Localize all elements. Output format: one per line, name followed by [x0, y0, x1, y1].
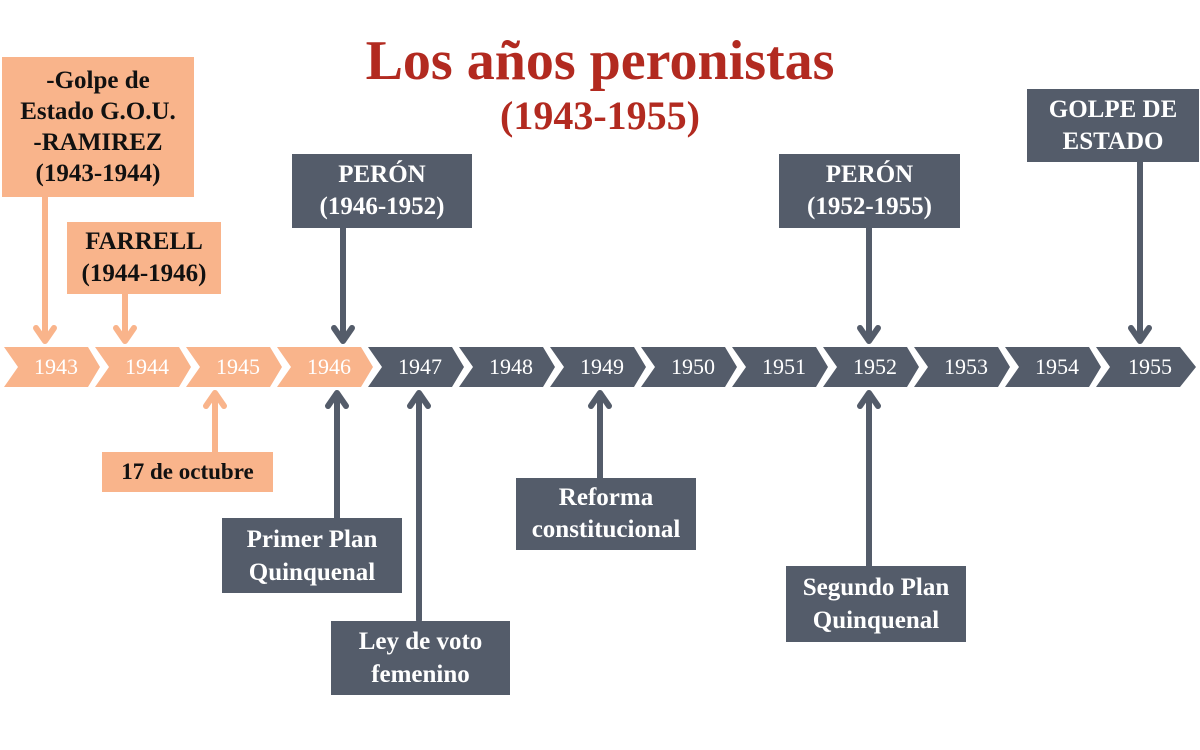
connector-golpe-1955 [1128, 159, 1152, 344]
page-subtitle: (1943-1955) [500, 93, 700, 138]
event-voto-femenino-line2: femenino [371, 661, 470, 688]
year-chevron-1953: 1953 [914, 347, 1010, 387]
year-chevron-1943: 1943 [4, 347, 100, 387]
event-golpe-gou: -Golpe de Estado G.O.U. -RAMIREZ (1943-1… [2, 57, 194, 197]
event-farrell: FARRELL (1944-1946) [67, 222, 221, 294]
event-golpe-1955: GOLPE DE ESTADO [1027, 89, 1199, 162]
event-segundo-plan-line2: Quinquenal [812, 607, 940, 634]
year-chevron-1952: 1952 [823, 347, 919, 387]
year-chevron-1946: 1946 [277, 347, 373, 387]
year-chevron-1944: 1944 [95, 347, 191, 387]
event-segundo-plan-line1: Segundo Plan [802, 574, 950, 601]
event-farrell-line2: (1944-1946) [81, 260, 207, 287]
year-chevron-1950: 1950 [641, 347, 737, 387]
connector-voto [407, 390, 431, 623]
connector-peron-2 [857, 225, 881, 344]
connector-farrell [113, 289, 137, 344]
event-17-octubre: 17 de octubre [102, 452, 273, 492]
event-reforma-line2: constitucional [531, 516, 681, 543]
year-chevron-1949: 1949 [550, 347, 646, 387]
event-golpe-gou-line4: (1943-1944) [35, 160, 161, 187]
event-peron-1946-line2: (1946-1952) [319, 193, 445, 220]
event-golpe-gou-line1: -Golpe de [46, 67, 150, 94]
year-chevron-1951: 1951 [732, 347, 828, 387]
event-peron-1952-line2: (1952-1955) [807, 193, 932, 220]
event-primer-plan-line2: Quinquenal [248, 558, 376, 586]
event-17-octubre-line1: 17 de octubre [121, 459, 254, 484]
event-voto-femenino: Ley de voto femenino [331, 621, 510, 695]
year-chevron-1954: 1954 [1005, 347, 1101, 387]
connector-peron-1 [331, 225, 355, 344]
event-primer-plan: Primer Plan Quinquenal [222, 518, 402, 593]
year-chevron-1947: 1947 [368, 347, 464, 387]
page-title: Los años peronistas [365, 30, 835, 92]
connector-golpe-gou [33, 192, 57, 344]
event-farrell-line1: FARRELL [85, 228, 203, 255]
event-golpe-1955-line1: GOLPE DE [1048, 95, 1178, 123]
event-peron-1946: PERÓN (1946-1952) [292, 154, 472, 228]
event-reforma-line1: Reforma [558, 484, 654, 511]
year-chevron-1955: 1955 [1096, 347, 1196, 387]
event-golpe-gou-line2: Estado G.O.U. [20, 98, 176, 125]
event-reforma: Reforma constitucional [516, 478, 696, 550]
connector-octubre [203, 390, 227, 455]
connector-segundo-plan [857, 390, 881, 569]
year-chevron-1948: 1948 [459, 347, 555, 387]
connector-reforma [588, 390, 612, 481]
event-voto-femenino-line1: Ley de voto [358, 628, 483, 655]
event-segundo-plan: Segundo Plan Quinquenal [786, 566, 966, 642]
event-peron-1952-line1: PERÓN [825, 161, 914, 188]
connector-primer-plan [325, 390, 349, 521]
event-golpe-gou-line3: -RAMIREZ [33, 129, 163, 156]
year-chevron-1945: 1945 [186, 347, 282, 387]
event-primer-plan-line1: Primer Plan [246, 525, 378, 553]
event-golpe-1955-line2: ESTADO [1062, 127, 1164, 155]
event-peron-1952: PERÓN (1952-1955) [779, 154, 960, 228]
event-peron-1946-line1: PERÓN [338, 161, 426, 188]
